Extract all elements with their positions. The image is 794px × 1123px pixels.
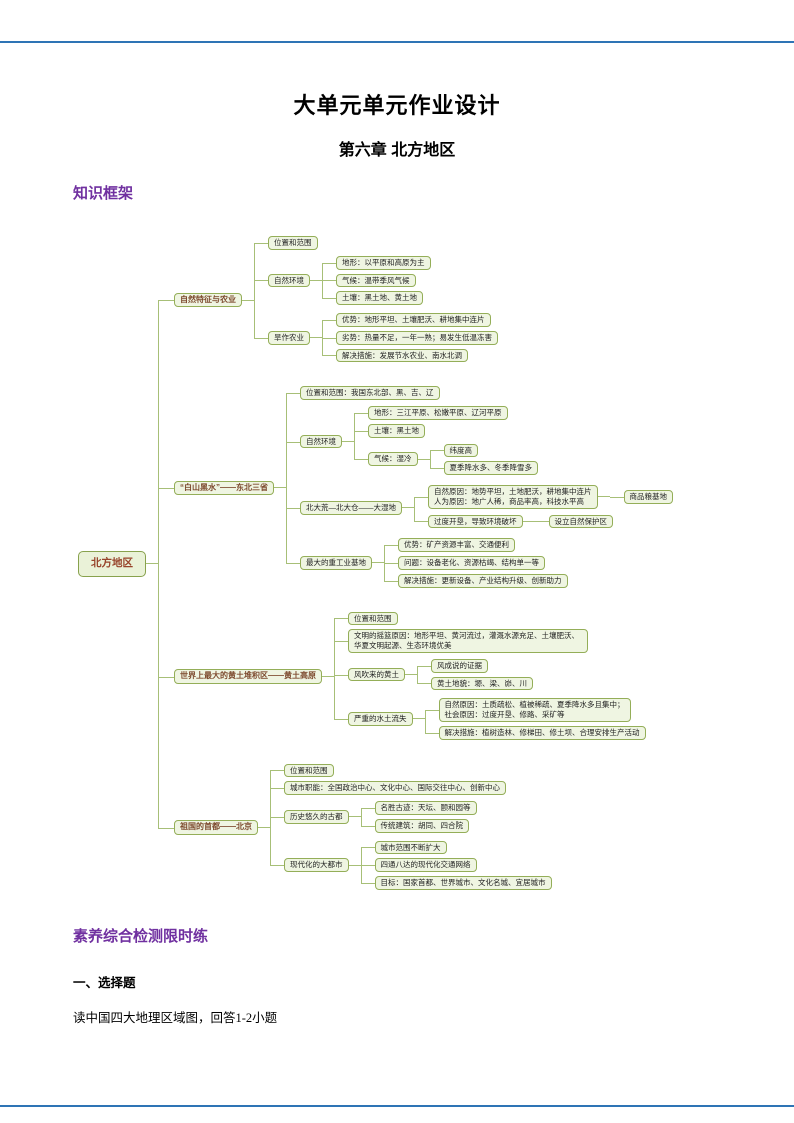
mindmap-node: 城市职能：全国政治中心、文化中心、国际交往中心、创新中心: [284, 781, 506, 795]
mindmap-node: 目标：国家首都、世界城市、文化名城、宜居城市: [374, 876, 552, 890]
mindmap-node: 地形：三江平原、松嫩平原、辽河平原: [368, 406, 508, 420]
mindmap-node: 自然特征与农业: [174, 292, 242, 308]
page-title: 大单元单元作业设计: [293, 93, 501, 118]
mindmap-connector: [402, 507, 414, 509]
mindmap-node: 优势：矿产资源丰富、交通便利: [398, 538, 515, 552]
mindmap-connector: [412, 718, 425, 720]
mindmap-node: 自然环境: [300, 434, 342, 449]
chapter-title: 第六章 北方地区: [338, 142, 456, 159]
mindmap-connector: [242, 299, 254, 301]
mindmap-node: 气候：湿冷: [368, 452, 418, 467]
mindmap-connector: [342, 441, 354, 442]
mindmap-node: 名胜古迹：天坛、颐和园等: [374, 801, 477, 815]
mindmap-node: 四通八达的现代化交通网络: [374, 858, 477, 872]
question-intro: 读中国四大地理区域图，回答1-2小题: [73, 1010, 278, 1025]
mindmap-node: 设立自然保护区: [548, 514, 613, 529]
mindmap-node: 自然原因：土质疏松、植被稀疏、夏季降水多且集中；社会原因：过度开垦、修路、采矿等: [438, 698, 631, 722]
mindmap-node: 现代化的大都市: [284, 858, 349, 872]
mindmap-connector: [146, 563, 158, 565]
mindmap-node: 土壤：黑土地: [368, 423, 425, 438]
mindmap-connector: [310, 279, 322, 281]
mindmap-node: 历史悠久的古都: [284, 809, 349, 824]
mindmap-connector: [417, 458, 430, 460]
top-rule: [0, 41, 794, 43]
mindmap-node: 严重的水土流失: [348, 712, 413, 726]
mindmap-node: 世界上最大的黄土堆积区——黄土高原: [174, 669, 322, 684]
mindmap-connector: [274, 487, 286, 489]
mindmap-node: 城市范围不断扩大: [374, 840, 447, 855]
mindmap-node: 气候：温带季风气候: [336, 273, 416, 288]
mindmap-node: 旱作农业: [268, 330, 310, 345]
mindmap-connector: [322, 676, 334, 677]
mindmap-node: 北方地区: [78, 551, 146, 577]
question-type-heading: 一、选择题: [73, 975, 136, 990]
mindmap-connector: [310, 337, 322, 339]
mindmap-node: 解决措施：更新设备、产业结构升级、创新助力: [398, 573, 568, 588]
mindmap-connector: [372, 562, 384, 564]
mindmap-node: 过度开垦，导致环境破坏: [428, 514, 523, 529]
mindmap: 北方地区自然特征与农业位置和范围自然环境地形：以平原和高原为主气候：温带季风气候…: [78, 225, 794, 903]
mindmap-connector: [522, 520, 535, 522]
mindmap-node: 地形：以平原和高原为主: [336, 255, 431, 270]
mindmap-node: 商品粮基地: [623, 489, 673, 504]
mindmap-node: 问题：设备老化、资源枯竭、结构单一等: [398, 556, 545, 570]
mindmap-node: 祖国的首都——北京: [174, 820, 258, 835]
mindmap-node: 劣势：热量不足，一年一熟；易发生低温冻害: [336, 330, 498, 345]
mindmap-node: 自然原因：地势平坦，土地肥沃，耕地集中连片人为原因：地广人稀，商品率高，科技水平…: [428, 485, 598, 509]
mindmap-node: 传统建筑：胡同、四合院: [374, 818, 469, 833]
mindmap-connector: [258, 827, 270, 829]
mindmap-node: 风成说的证据: [431, 658, 488, 673]
mindmap-node: 优势：地形平坦、土壤肥沃、耕地集中连片: [336, 313, 491, 327]
section-practice-heading: 素养综合检测限时练: [73, 927, 209, 945]
mindmap-node: 解决措施：植树造林、修梯田、修土坝、合理安排生产活动: [438, 725, 646, 740]
mindmap-node: 位置和范围: [268, 236, 318, 250]
mindmap-node: 土壤：黑土地、黄土地: [336, 291, 423, 305]
section-knowledge-heading: 知识框架: [73, 185, 134, 202]
mindmap-node: 解决措施：发展节水农业、南水北调: [336, 348, 468, 363]
mindmap-node: “白山黑水”——东北三省: [174, 480, 274, 496]
mindmap-node: 自然环境: [268, 273, 310, 288]
mindmap-node: 位置和范围: [284, 763, 334, 778]
mindmap-node: 纬度高: [443, 443, 478, 458]
mindmap-node: 位置和范围：我国东北部、黑、吉、辽: [300, 386, 440, 400]
mindmap-node: 风吹来的黄土: [348, 667, 405, 682]
mindmap-node: 夏季降水多、冬季降雪多: [443, 461, 538, 475]
mindmap-node: 文明的摇篮原因：地形平坦、黄河流过，灌溉水源充足、土壤肥沃、华夏文明起源、生态环…: [348, 629, 588, 653]
mindmap-connector: [348, 864, 361, 866]
mindmap-node: 北大荒—北大仓——大湿地: [300, 500, 402, 515]
mindmap-node: 最大的重工业基地: [300, 556, 372, 570]
mindmap-node: 黄土地貌：塬、梁、峁、川: [431, 676, 533, 691]
mindmap-connector: [405, 674, 417, 675]
mindmap-node: 位置和范围: [348, 611, 398, 626]
mindmap-connector: [597, 496, 610, 498]
mindmap-connector: [348, 816, 361, 818]
bottom-rule: [0, 1105, 794, 1107]
